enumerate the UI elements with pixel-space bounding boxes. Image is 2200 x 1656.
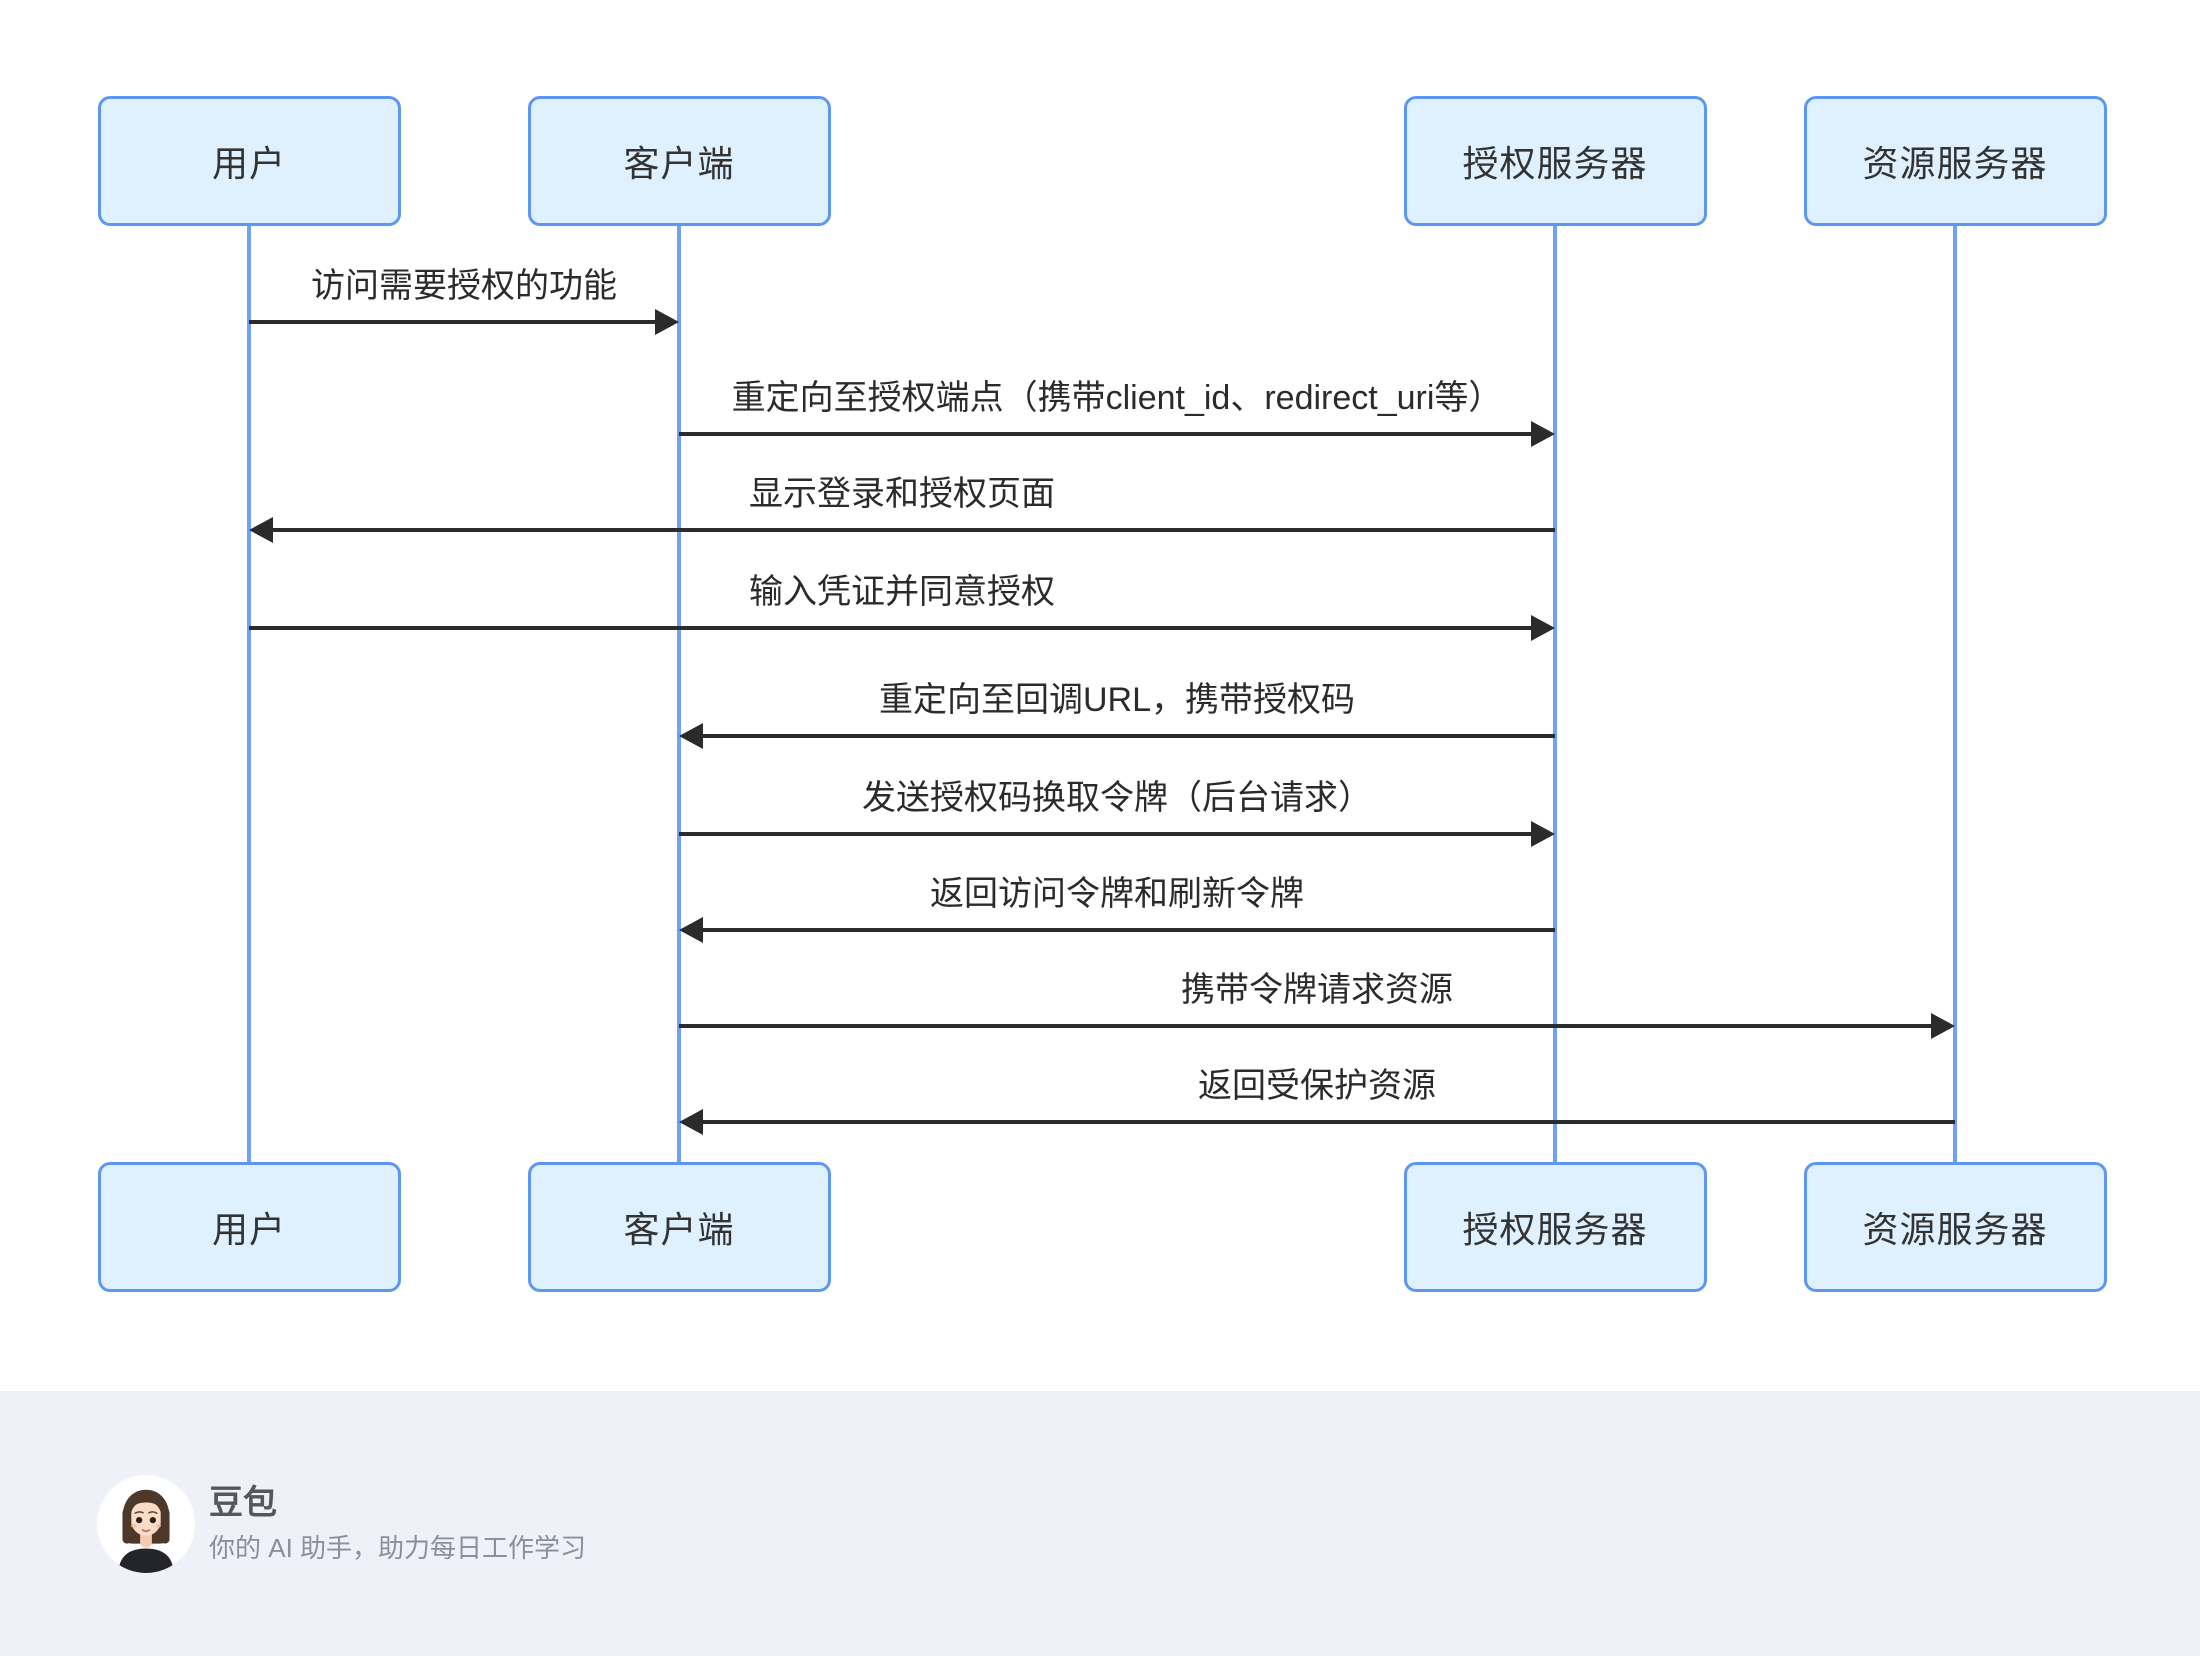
message-label-4: 输入凭证并同意授权 <box>749 573 1055 611</box>
footer-bar: 豆包 你的 AI 助手，助力每日工作学习 <box>0 1391 2200 1656</box>
actor-box-top-user: 用户 <box>97 96 401 226</box>
message-label-5: 重定向至回调URL，携带授权码 <box>878 681 1356 719</box>
actor-box-top-resource-server: 资源服务器 <box>1803 96 2107 226</box>
brand-name: 豆包 <box>209 1484 277 1522</box>
lifeline-client <box>677 226 681 1162</box>
message-line-3 <box>273 528 1555 532</box>
message-line-2 <box>679 432 1531 436</box>
message-arrowhead-8 <box>1931 1013 1955 1039</box>
message-line-7 <box>703 928 1555 932</box>
message-arrowhead-3 <box>249 517 273 543</box>
lifeline-resource-server <box>1953 226 1957 1162</box>
message-arrowhead-9 <box>679 1109 703 1135</box>
message-label-9: 返回受保护资源 <box>1198 1067 1436 1105</box>
message-line-6 <box>679 832 1531 836</box>
message-label-2: 重定向至授权端点（携带client_id、redirect_uri等） <box>731 379 1503 417</box>
message-arrowhead-7 <box>679 917 703 943</box>
message-arrowhead-6 <box>1531 821 1555 847</box>
message-line-5 <box>703 734 1555 738</box>
doubao-girl-avatar-icon <box>97 1475 195 1573</box>
message-arrowhead-4 <box>1531 615 1555 641</box>
message-label-7: 返回访问令牌和刷新令牌 <box>930 875 1304 913</box>
message-line-8 <box>679 1024 1931 1028</box>
message-label-1: 访问需要授权的功能 <box>311 267 617 305</box>
brand-tagline: 你的 AI 助手，助力每日工作学习 <box>209 1533 587 1563</box>
actor-box-bottom-resource-server: 资源服务器 <box>1803 1162 2107 1292</box>
message-line-4 <box>249 626 1531 630</box>
message-line-1 <box>249 320 655 324</box>
actor-box-top-client: 客户端 <box>527 96 831 226</box>
doubao-avatar <box>97 1475 195 1573</box>
message-label-3: 显示登录和授权页面 <box>749 475 1055 513</box>
actor-box-bottom-client: 客户端 <box>527 1162 831 1292</box>
actor-box-bottom-auth-server: 授权服务器 <box>1403 1162 1707 1292</box>
message-arrowhead-2 <box>1531 421 1555 447</box>
message-label-8: 携带令牌请求资源 <box>1181 971 1453 1009</box>
message-arrowhead-5 <box>679 723 703 749</box>
lifeline-user <box>247 226 251 1162</box>
lifeline-auth-server <box>1553 226 1557 1162</box>
message-arrowhead-1 <box>655 309 679 335</box>
actor-box-bottom-user: 用户 <box>97 1162 401 1292</box>
message-label-6: 发送授权码换取令牌（后台请求） <box>862 779 1372 817</box>
actor-box-top-auth-server: 授权服务器 <box>1403 96 1707 226</box>
message-line-9 <box>703 1120 1955 1124</box>
